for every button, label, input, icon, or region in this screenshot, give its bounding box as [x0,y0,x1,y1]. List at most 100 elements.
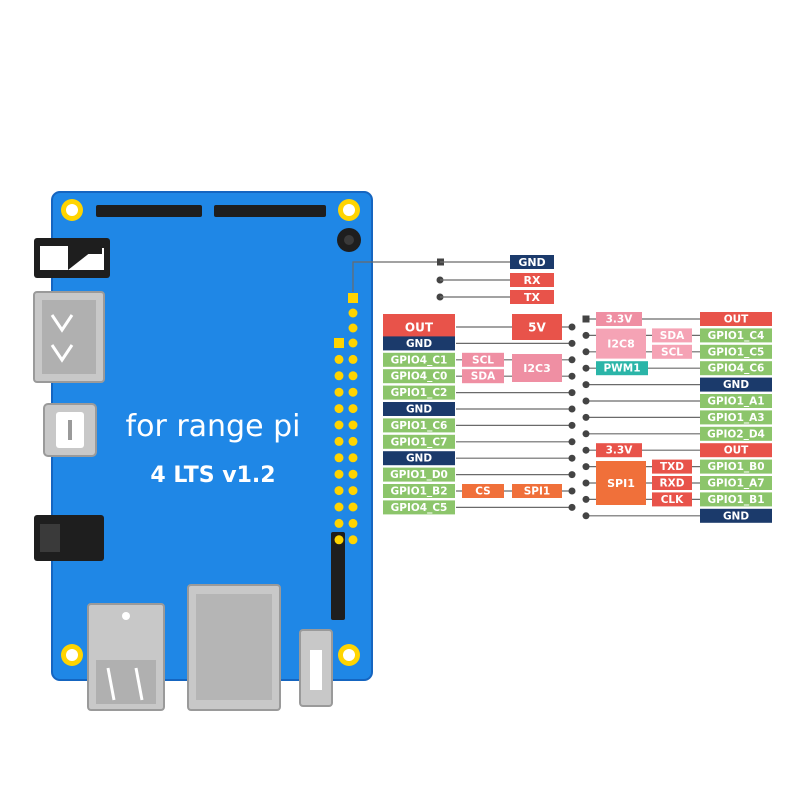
right-pin-dot [582,364,590,372]
right-func-label-text: SDA [660,330,685,342]
right-pin-label: OUT [700,443,772,458]
left-func-label: SDA [462,369,504,384]
gpio-pad [348,387,358,397]
ribbon-connector [214,205,326,217]
left-func-label: CS [462,484,504,498]
left-pin-label-text: GPIO1_C7 [391,436,448,448]
left-pin-label: GND [383,336,455,351]
left-pin-label: GPIO1_D0 [383,467,455,482]
gpio-pad [348,453,358,463]
right-pin-label-text: OUT [724,445,749,457]
right-pin-label: OUT [700,312,772,326]
left-pin-dot [568,503,576,511]
gpio-pad [334,453,344,463]
left-pin-label: GPIO1_B2 [383,484,455,498]
right-pin-label-text: GND [723,510,749,522]
board: for range pi 4 LTS v1.2 [33,191,373,711]
gpio-pad [334,535,344,545]
left-pin-dot [568,454,576,462]
right-pin-label: GND [700,508,772,523]
debug-pin-label-text: RX [524,274,541,287]
right-pin-dot [582,430,590,438]
right-func-label-text: RXD [660,478,685,490]
hdmi-port [33,291,105,383]
right-pin-label-text: GPIO1_A1 [707,396,764,408]
left-pin-label-text: GPIO4_C5 [391,502,448,514]
right-pin-dot [582,331,590,339]
gpio-pad [334,420,344,430]
gpio-pad [334,371,344,381]
left-func-label: SCL [462,352,504,367]
debug-header-pads [348,293,358,333]
right-bus-label-text: I2C8 [607,338,634,351]
gpio-pad [334,518,344,528]
right-group-label-text: PWM1 [603,363,640,375]
right-func-label: CLK [652,492,692,507]
right-group-label: 3.3V [596,312,642,326]
debug-leader-line [352,261,440,292]
left-pin-label-text: GND [406,338,432,350]
gpio-pad [348,436,358,446]
right-func-label-text: CLK [661,494,684,506]
gpio-pad [334,387,344,397]
right-pin-label-text: GPIO1_C5 [708,346,765,358]
left-pin-label-text: GND [406,404,432,416]
right-func-label: RXD [652,476,692,490]
mounting-hole [61,199,83,221]
right-bus-label-text: SPI1 [607,477,635,490]
debug-pin-label-text: GND [518,256,545,269]
left-pin-label-text: GPIO4_C1 [391,354,448,366]
right-pin-dot [582,397,590,405]
usb-port [87,603,165,711]
gpio-pad [348,469,358,479]
left-pin-dot [568,438,576,446]
right-pin-label: GPIO4_C6 [700,361,772,376]
gpio-pad [348,486,358,496]
debug-pin-label: TX [510,290,554,304]
left-mid-label-text: I2C3 [523,362,550,375]
left-pin-label-text: GPIO1_B2 [390,486,447,498]
left-func-label-text: SDA [471,371,496,383]
left-func-label-text: CS [475,486,490,498]
right-pin-dot [582,446,590,454]
right-func-label-text: TXD [660,461,684,473]
right-group-label-text: 3.3V [606,314,634,326]
right-pin-label: GPIO2_D4 [700,426,772,441]
right-pin-label-text: GPIO2_D4 [707,428,765,440]
gpio-pad [334,486,344,496]
right-pin-dot [582,315,590,323]
left-pin-label: OUT [383,314,455,340]
mounting-hole [338,199,360,221]
left-mid-label: I2C3 [512,354,562,382]
right-pin-label: GPIO1_C4 [700,328,772,343]
left-pin-dot [568,372,576,380]
right-group-label-text: 3.3V [606,445,634,457]
gpio-pad [348,518,358,528]
debug-header: GND RX TX [436,255,554,304]
right-pin-label: GPIO1_C5 [700,344,772,359]
gpio-pad [334,404,344,414]
left-pin-label: GPIO1_C2 [383,385,455,400]
ribbon-connector [96,205,202,217]
left-pin-label: GPIO4_C1 [383,352,455,367]
left-pin-label-text: GPIO4_C0 [391,371,448,383]
left-pin-dot [568,421,576,429]
left-func-label-text: SCL [472,354,494,366]
left-pin-dot [568,323,576,331]
right-pin-dot [582,463,590,471]
gpio-pad [334,354,344,364]
right-pin-label-text: GND [723,379,749,391]
right-group-label: 3.3V [596,443,642,458]
gpio-pad [348,535,358,545]
gpio-pad [348,371,358,381]
right-pin-dot [582,479,590,487]
gpio-header-pads [334,338,358,545]
right-pin-label: GPIO1_A1 [700,394,772,408]
gpio-pad [334,436,344,446]
left-pin-dot [568,487,576,495]
right-bus-label: I2C8 [596,328,646,359]
gpio-pad [348,354,358,364]
debug-pin-label-text: TX [524,291,541,304]
